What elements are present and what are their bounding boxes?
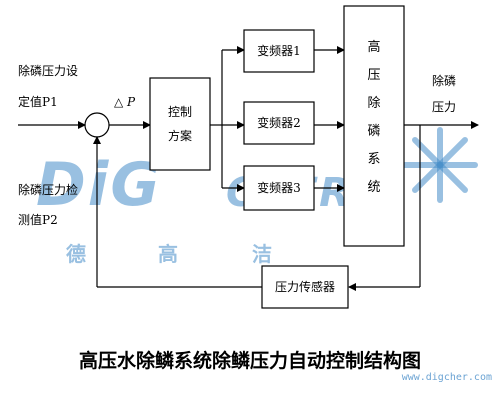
watermark-brand: DiG [36,150,162,220]
watermark-cn-3: 洁 [252,242,272,266]
watermark-logo: DiG [36,150,162,220]
control-block [149,77,211,171]
measured-label-2: 测值P2 [18,213,58,227]
figure-caption: 高压水除鳞系统除鳞压力自动控制结构图 [78,350,421,372]
watermark-cn-2: 高 [158,242,178,266]
vfd2-label: 变频器2 [257,116,301,130]
output-label-2: 压力 [432,100,457,114]
summing-junction [84,112,110,138]
measured-label-1: 除磷压力检 [18,183,79,197]
sensor-block [261,265,349,309]
sensor-label: 压力传感器 [274,280,335,294]
watermark-cn-1: 德 [66,242,86,266]
vfd3-block [243,165,315,211]
watermark-spark-icon [402,127,478,203]
system-block-label: 高 压 除 磷 系 统 [367,40,381,195]
vfd3-label: 变频器3 [257,181,301,195]
setpoint-label-1: 除磷压力设 [18,64,79,78]
vfd1-block [243,29,315,73]
vfd1-label: 变频器1 [257,44,301,58]
output-label-1: 除磷 [432,74,457,88]
system-block [343,5,405,247]
control-block-label: 控制 方案 [167,105,192,143]
vfd2-block [243,101,315,145]
delta-p-label: △ P [114,95,136,109]
watermark-url: www.digcher.com [401,372,492,383]
setpoint-label-2: 定值P1 [18,95,58,109]
